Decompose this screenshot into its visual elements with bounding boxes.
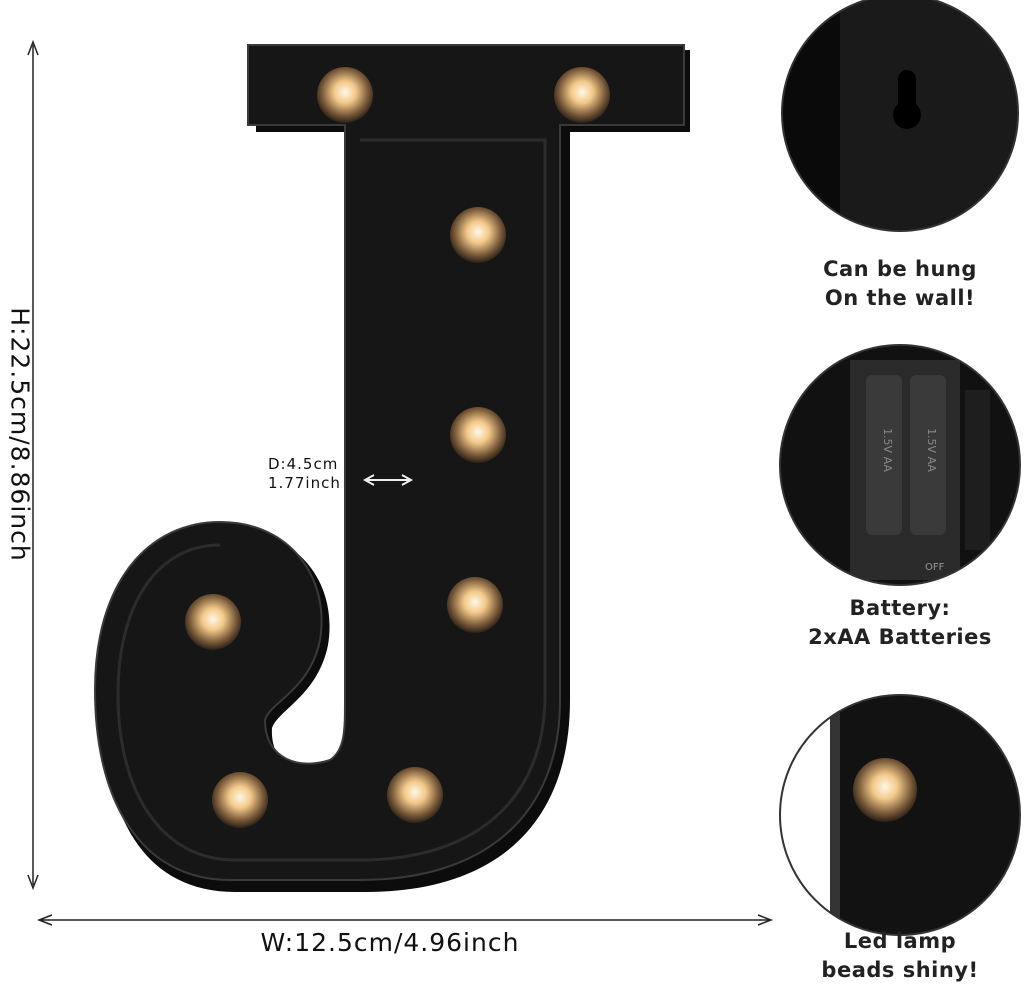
depth-arrow — [362, 474, 414, 486]
battery-compartment-detail: 1.5V AA 1.5V AA OFF — [780, 345, 1020, 585]
caption-line: 2xAA Batteries — [808, 625, 992, 649]
depth-cm: D:4.5cm — [268, 455, 339, 473]
caption-line: Led lamp — [843, 929, 957, 953]
bulb — [212, 772, 268, 828]
caption-line: On the wall! — [824, 286, 976, 310]
caption-battery: Battery: 2xAA Batteries — [780, 594, 1020, 652]
bulb — [317, 67, 373, 123]
depth-label: D:4.5cm 1.77inch — [268, 455, 341, 493]
led-bulb-detail — [780, 695, 1020, 935]
bulb — [447, 577, 503, 633]
bulb — [450, 207, 506, 263]
bulb — [554, 67, 610, 123]
bulb — [450, 407, 506, 463]
wall-hanging-detail — [782, 0, 1018, 231]
caption-led: Led lamp beads shiny! — [780, 927, 1020, 985]
height-arrow — [27, 39, 39, 891]
width-label: W:12.5cm/4.96inch — [260, 928, 520, 957]
caption-line: Can be hung — [823, 257, 977, 281]
battery-label: 1.5V AA — [881, 428, 894, 472]
caption-line: Battery: — [849, 596, 951, 620]
caption-line: beads shiny! — [821, 958, 979, 982]
switch-label: OFF — [925, 562, 945, 573]
depth-inch: 1.77inch — [268, 474, 341, 492]
height-label: H:22.5cm/8.86inch — [5, 307, 35, 562]
width-arrow — [36, 914, 774, 926]
bulb — [387, 767, 443, 823]
battery-label: 1.5V AA — [925, 428, 938, 472]
caption-wall: Can be hung On the wall! — [780, 255, 1020, 313]
letter-j — [93, 44, 690, 892]
bulb — [853, 758, 917, 822]
bulb — [185, 594, 241, 650]
led-bulbs — [185, 67, 610, 828]
